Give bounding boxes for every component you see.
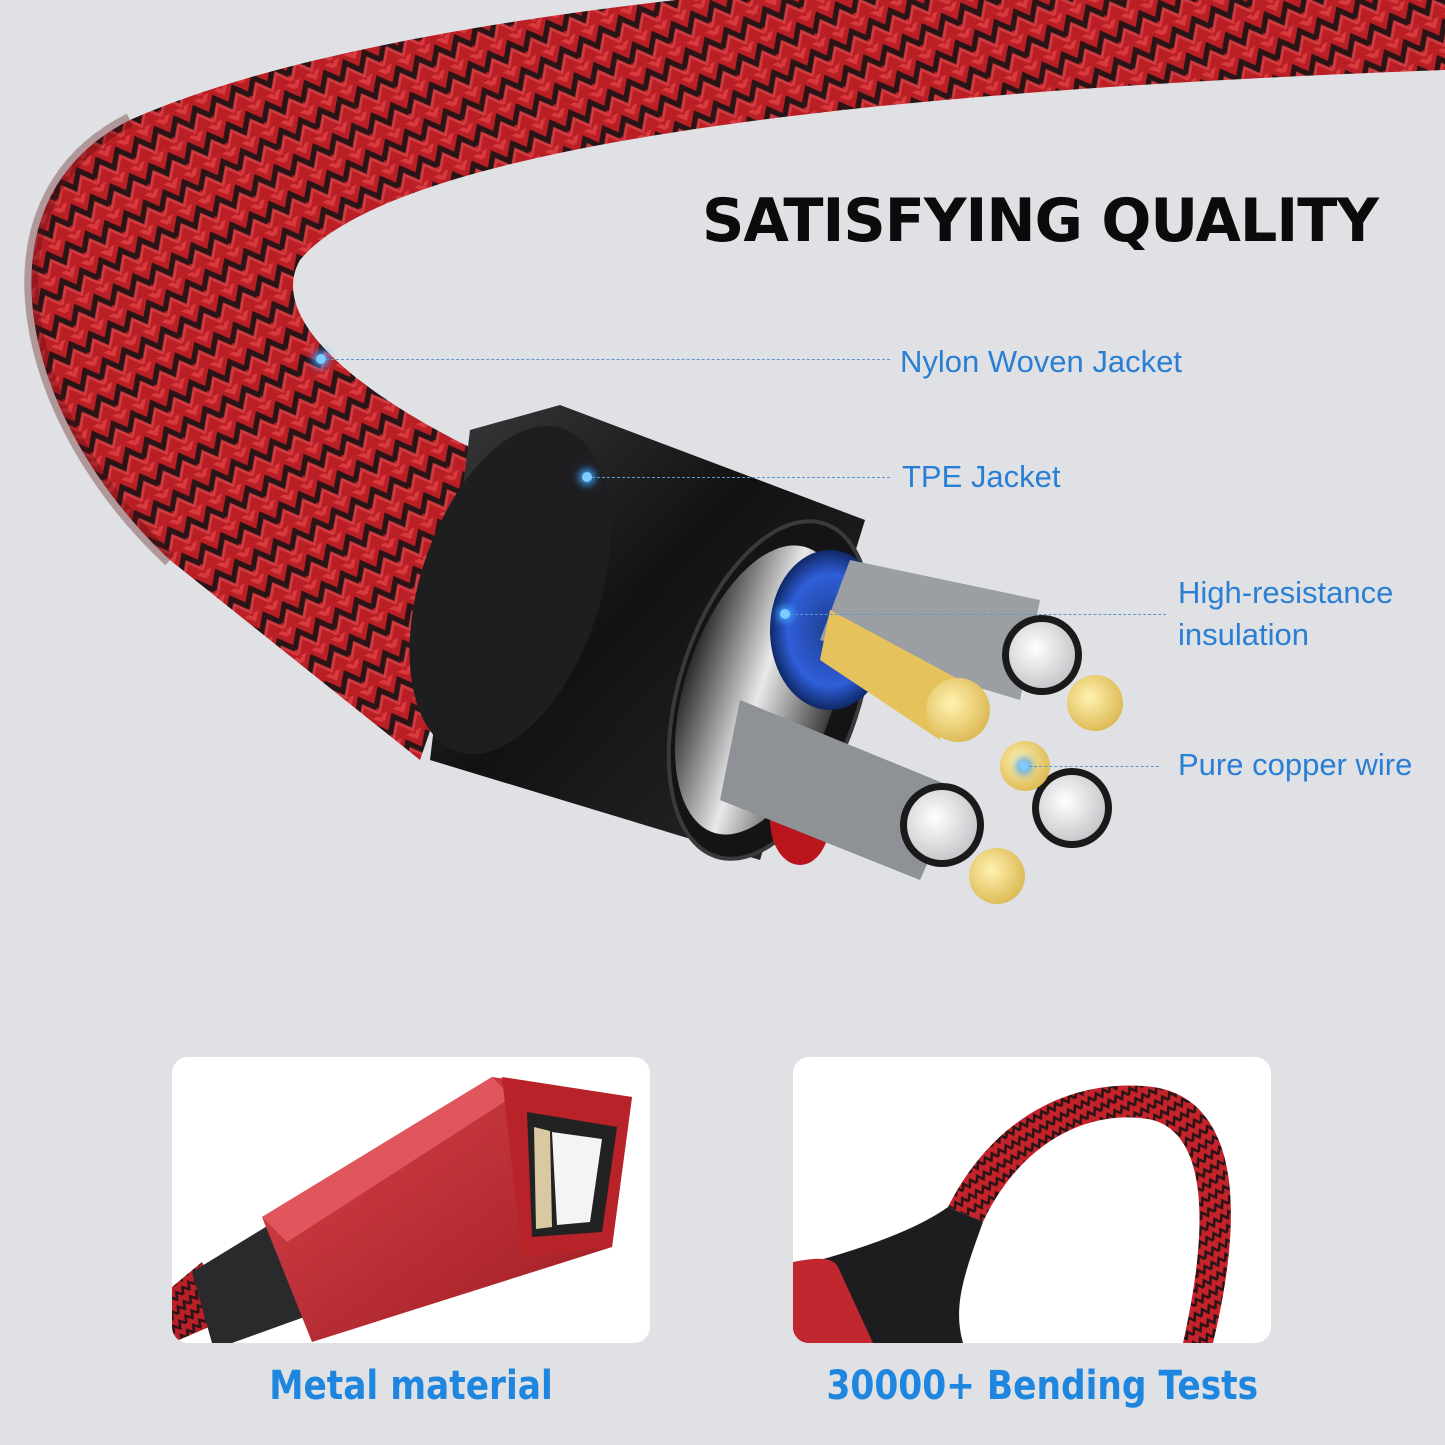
callout-tpe-jacket: TPE Jacket <box>902 459 1061 494</box>
feature-caption-bending: 30000+ Bending Tests <box>826 1363 1259 1409</box>
feature-card-bending <box>793 1057 1271 1343</box>
bent-cable-illustration <box>793 1085 1231 1343</box>
callout-leader-insulation <box>790 614 1166 615</box>
callout-dot-insulation <box>780 609 790 619</box>
usb-connector-illustration <box>172 1077 632 1343</box>
page-title: SATISFYING QUALITY <box>702 186 1379 256</box>
callout-high-resistance-insulation: High-resistance insulation <box>1178 572 1393 656</box>
callout-leader-tpe <box>592 477 890 478</box>
feature-card-metal <box>172 1057 650 1343</box>
callout-nylon-woven-jacket: Nylon Woven Jacket <box>900 344 1182 379</box>
callout-dot-nylon <box>316 354 326 364</box>
callout-dot-copper <box>1019 761 1029 771</box>
callout-dot-tpe <box>582 472 592 482</box>
callout-leader-nylon <box>326 359 890 360</box>
callout-leader-copper <box>1029 766 1159 767</box>
callout-insulation-line1: High-resistance <box>1178 575 1394 610</box>
feature-caption-metal: Metal material <box>269 1363 553 1409</box>
callout-pure-copper-wire: Pure copper wire <box>1178 747 1413 782</box>
callout-insulation-line2: insulation <box>1178 617 1309 652</box>
